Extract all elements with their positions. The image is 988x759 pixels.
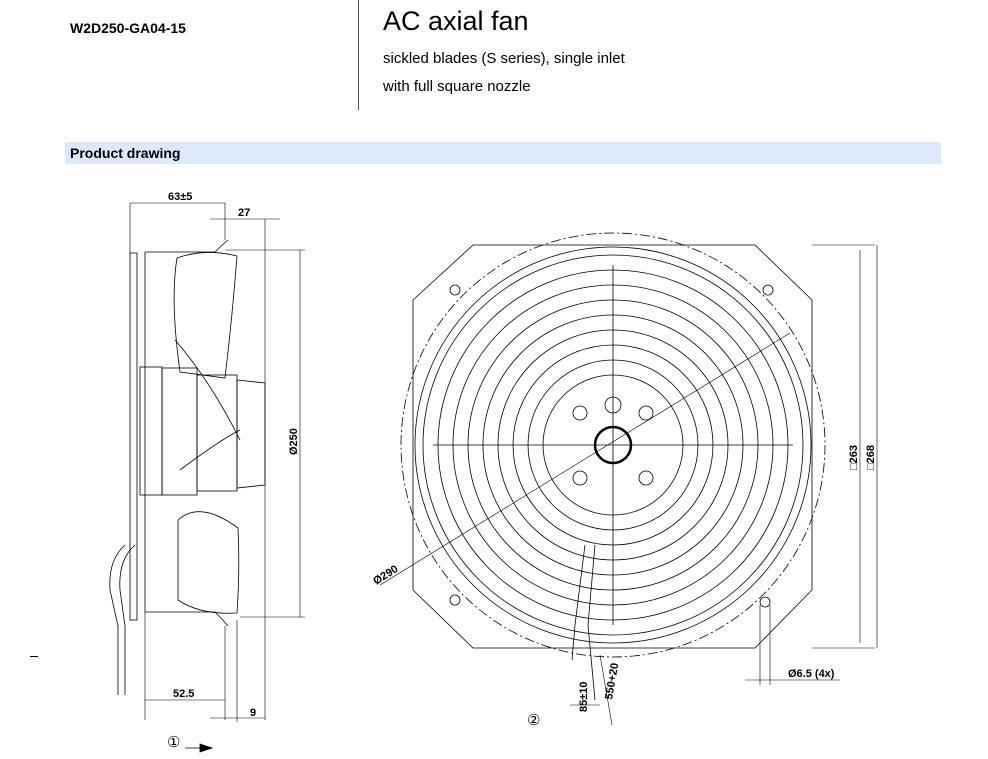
- dim-27: 27: [238, 207, 250, 219]
- terminal-box: [139, 366, 163, 496]
- model-number: W2D250-GA04-15: [70, 20, 186, 36]
- header-divider: [358, 0, 359, 110]
- dim-cable-550: 550+20: [603, 662, 621, 701]
- product-subtitle-1: sickled blades (S series), single inlet: [383, 50, 625, 67]
- margin-mark: [30, 656, 38, 657]
- dim-diameter-250: Ø250: [288, 428, 300, 455]
- cable-marker: ②: [527, 712, 540, 729]
- airflow-marker: ①: [167, 734, 180, 751]
- motor-fins: [236, 379, 266, 489]
- dim-depth: 63±5: [168, 191, 192, 203]
- dim-holes: Ø6.5 (4x): [788, 668, 835, 680]
- motor-body: [196, 374, 238, 492]
- front-view: Ø290 □263 □268 Ø6.5 (4x) 85±10 550+20 ②: [371, 232, 878, 729]
- dim-square-268: □268: [865, 445, 877, 470]
- dim-9: 9: [250, 707, 256, 719]
- section-title: Product drawing: [70, 145, 181, 161]
- cable: [109, 544, 136, 695]
- bolt-circle: [400, 232, 826, 658]
- dim-52-5: 52.5: [173, 688, 194, 700]
- square-nozzle-plate: [412, 244, 813, 649]
- blade-top: [173, 252, 238, 379]
- product-title: AC axial fan: [383, 6, 529, 36]
- mounting-hole: [759, 596, 771, 608]
- dim-cable-85: 85±10: [578, 681, 590, 712]
- nozzle-outline: [145, 239, 229, 627]
- mounting-plate: [129, 252, 138, 621]
- section-header: Product drawing: [65, 142, 941, 164]
- dim-diameter-290: Ø290: [371, 563, 400, 587]
- front-cable: [571, 544, 596, 701]
- product-subtitle-2: with full square nozzle: [383, 78, 531, 95]
- airflow-arrow-icon: [185, 743, 214, 753]
- side-view: 63±5 27 Ø250 52.5 9 ①: [109, 191, 305, 753]
- dim-square-263: □263: [848, 445, 860, 470]
- blade-bottom: [177, 511, 240, 614]
- hub: [593, 425, 633, 465]
